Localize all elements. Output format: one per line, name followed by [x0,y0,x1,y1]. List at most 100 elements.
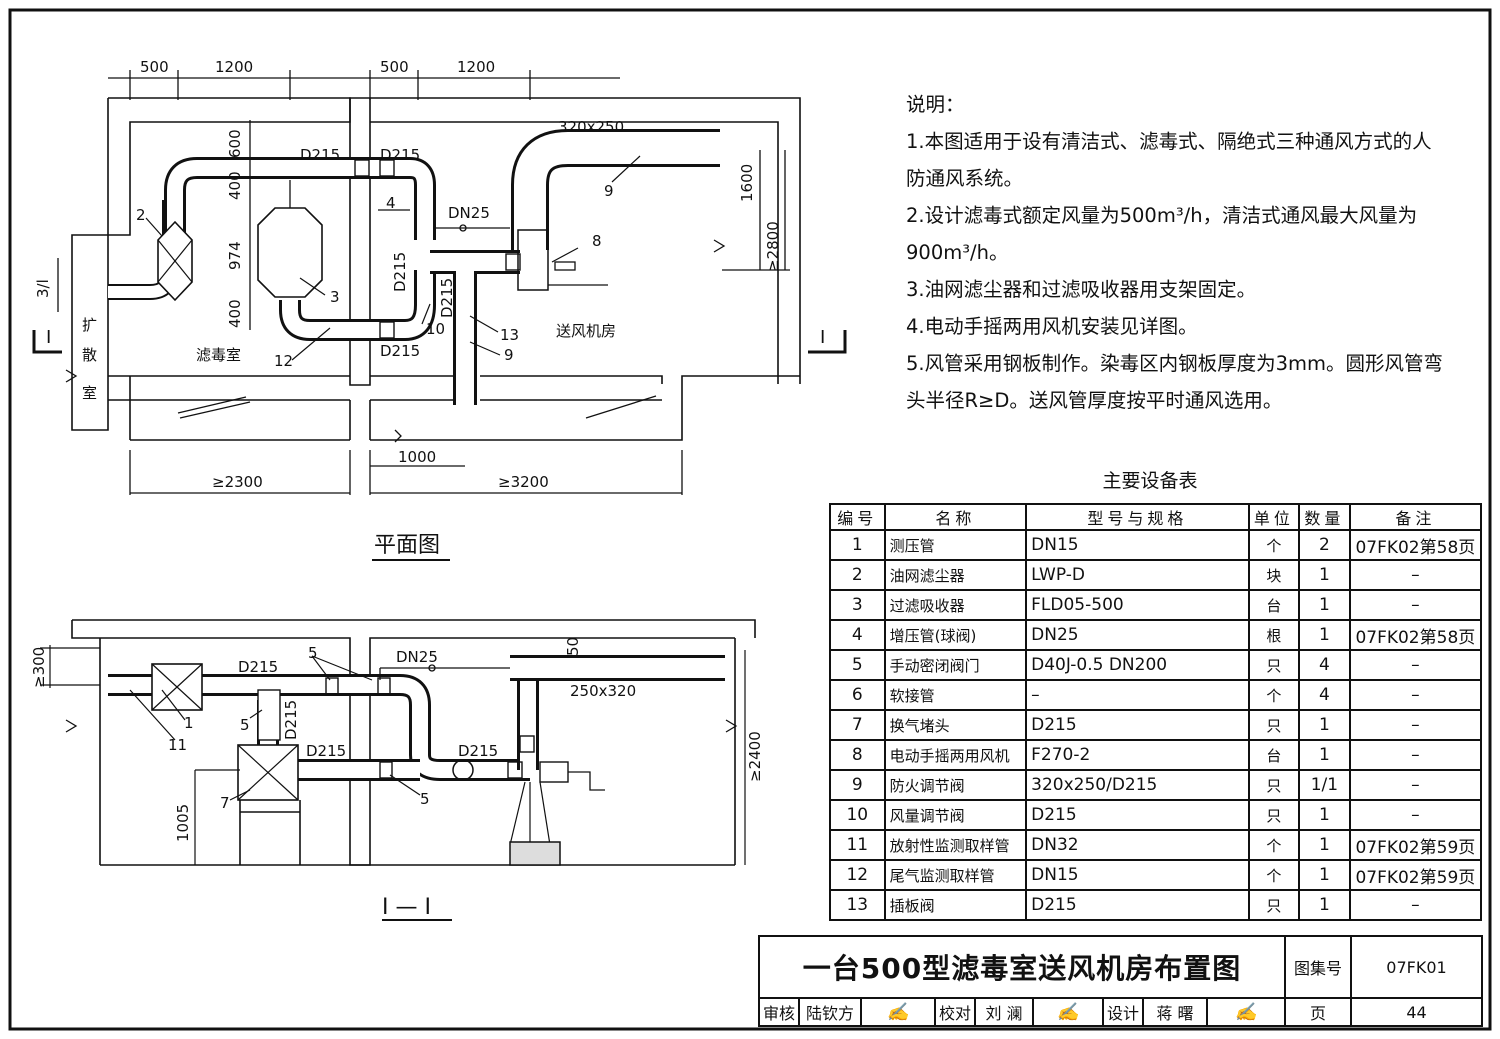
plan-callout: 9 [604,182,614,200]
table-cell: – [1348,559,1483,591]
table-cell: 风量调节阀 [883,799,1028,831]
design-notes: 说明： 1.本图适用于设有清洁式、滤毒式、隔绝式三种通风方式的人防通风系统。 2… [906,86,1446,419]
table-cell: 07FK02第58页 [1348,529,1483,561]
table-cell: 软接管 [883,679,1028,711]
section-callout: 5 [308,644,318,662]
table-cell: DN25 [1025,619,1250,651]
table-cell: 过滤吸收器 [883,589,1028,621]
col-header: 名称 [883,503,1028,531]
drawing-title: 一台500型滤毒室送风机房布置图 [760,937,1286,999]
section-callout: 5 [240,716,250,734]
table-cell: 13 [829,889,886,921]
notes-heading: 说明： [906,93,965,116]
table-cell: 块 [1247,559,1301,591]
table-cell: 插板阀 [883,889,1028,921]
reviewer-signature: ✍ [862,999,936,1025]
section-mark-right: I [820,327,825,348]
plan-callout: 8 [592,232,602,250]
atlas-number: 07FK01 [1352,937,1481,999]
note-item: 1.本图适用于设有清洁式、滤毒式、隔绝式三种通风方式的人防通风系统。 [906,130,1432,190]
plan-dim-2800: ≥2800 [764,221,782,272]
reviewer-name: 陆钦方 [800,999,862,1025]
sheet-border [8,8,1492,1031]
table-cell: 尾气监测取样管 [883,859,1028,891]
section-dim-50: 50 [564,637,582,656]
plan-dim-1600: 1600 [738,164,756,202]
table-cell: 2 [829,559,886,591]
table-cell: 6 [829,679,886,711]
table-cell: 手动密闭阀门 [883,649,1028,681]
plan-callout: 10 [426,320,445,338]
section-dim-300: ≥300 [30,647,48,688]
table-cell: DN15 [1025,859,1250,891]
col-header: 数量 [1298,503,1351,531]
table-cell: D215 [1025,709,1250,741]
table-cell: 1 [1298,829,1351,861]
table-cell: 7 [829,709,886,741]
table-cell: 07FK02第59页 [1348,859,1483,891]
plan-dim-2300: ≥2300 [212,473,263,491]
table-cell: DN15 [1025,529,1250,561]
review-label: 审核 [760,999,800,1025]
section-callout: 11 [168,736,187,754]
table-cell: 1 [829,529,886,561]
table-cell: 1 [1298,859,1351,891]
table-cell: 只 [1247,889,1301,921]
col-header: 编号 [829,503,886,531]
table-cell: 只 [1247,709,1301,741]
title-block: 一台500型滤毒室送风机房布置图 图集号 07FK01 审核 陆钦方 ✍ 校对 … [758,935,1483,1027]
table-cell: D215 [1025,799,1250,831]
section-title: I — I [382,895,431,920]
room-label-expand: 扩 [82,316,97,334]
section-dim-2400: ≥2400 [746,731,764,782]
table-cell: F270-2 [1025,739,1250,771]
table-cell: 只 [1247,769,1301,801]
col-header: 型号与规格 [1025,503,1250,531]
table-cell: 测压管 [883,529,1028,561]
table-cell: 个 [1247,679,1301,711]
section-dim-1005: 1005 [174,804,192,842]
table-cell: 台 [1247,589,1301,621]
plan-dim: 500 [380,58,409,76]
section-d215: D215 [282,700,300,740]
plan-d215: D215 [391,252,409,292]
table-cell: 1 [1298,589,1351,621]
table-cell: 个 [1247,529,1301,561]
table-cell: 3 [829,589,886,621]
section-view [40,619,756,921]
room-label-fan: 送风机房 [556,322,616,340]
note-item: 4.电动手摇两用风机安装见详图。 [906,315,1198,338]
plan-title: 平面图 [374,533,440,558]
section-callout: 1 [184,714,194,732]
note-item: 2.设计滤毒式额定风量为500m³/h，清洁式通风最大风量为900m³/h。 [906,204,1418,264]
plan-d215: D215 [300,146,340,164]
signature-row: 审核 陆钦方 ✍ 校对 刘 澜 ✍ 设计 蒋 曙 ✍ 页 44 [760,999,1481,1025]
equipment-table-header: 编号 名称 型号与规格 单位 数量 备注 [829,503,1483,531]
checker-name: 刘 澜 [976,999,1034,1025]
plan-d215: D215 [438,278,456,318]
table-cell: 1 [1298,559,1351,591]
table-cell: 5 [829,649,886,681]
note-item: 3.油网滤尘器和过滤吸收器用支架固定。 [906,278,1257,301]
table-cell: 4 [1298,679,1351,711]
section-d215: D215 [458,742,498,760]
table-cell: 07FK02第58页 [1348,619,1483,651]
plan-duct-size: 320x250 [558,118,624,136]
plan-callout: 3 [330,288,340,306]
section-duct-size: 250x320 [570,682,636,700]
section-d215: D215 [238,658,278,676]
plan-dim-1000: 1000 [398,448,436,466]
plan-dim-vert: 600 [226,129,244,158]
table-cell: – [1348,799,1483,831]
table-cell: 2 [1298,529,1351,561]
